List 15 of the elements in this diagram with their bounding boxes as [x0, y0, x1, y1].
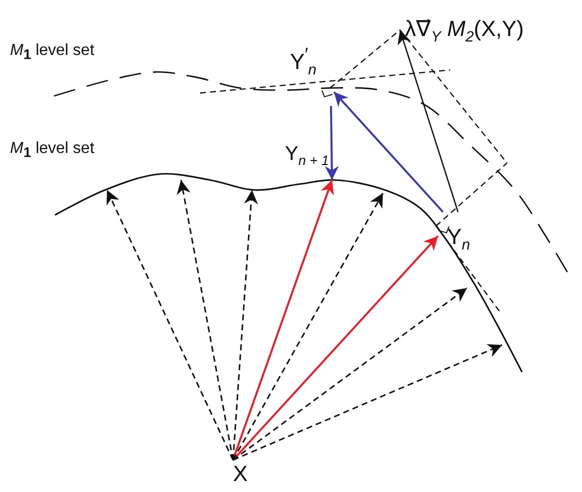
dashed-arrow — [232, 192, 384, 460]
dashed-arrow — [176, 180, 234, 460]
dashed-arrow — [232, 344, 502, 461]
point-name: Y$_{n}$ — [447, 224, 470, 249]
arrow — [333, 91, 444, 213]
point-name: X — [233, 461, 248, 486]
arrow — [324, 106, 339, 180]
point-name: Y$_{n + 1}$ — [285, 143, 329, 165]
dashed-arrow — [232, 190, 258, 460]
level-set-label: M$_{1}$ level set — [10, 42, 94, 62]
dashed-arrow — [232, 287, 468, 461]
level-set-label: M$_{1}$ level set — [10, 140, 94, 160]
gradient-label-text: λ∇⃗$_{Y}$ M$_{2}$(X,Y) — [405, 16, 524, 41]
dashed-arrow — [106, 190, 234, 460]
arrow — [398, 30, 459, 212]
